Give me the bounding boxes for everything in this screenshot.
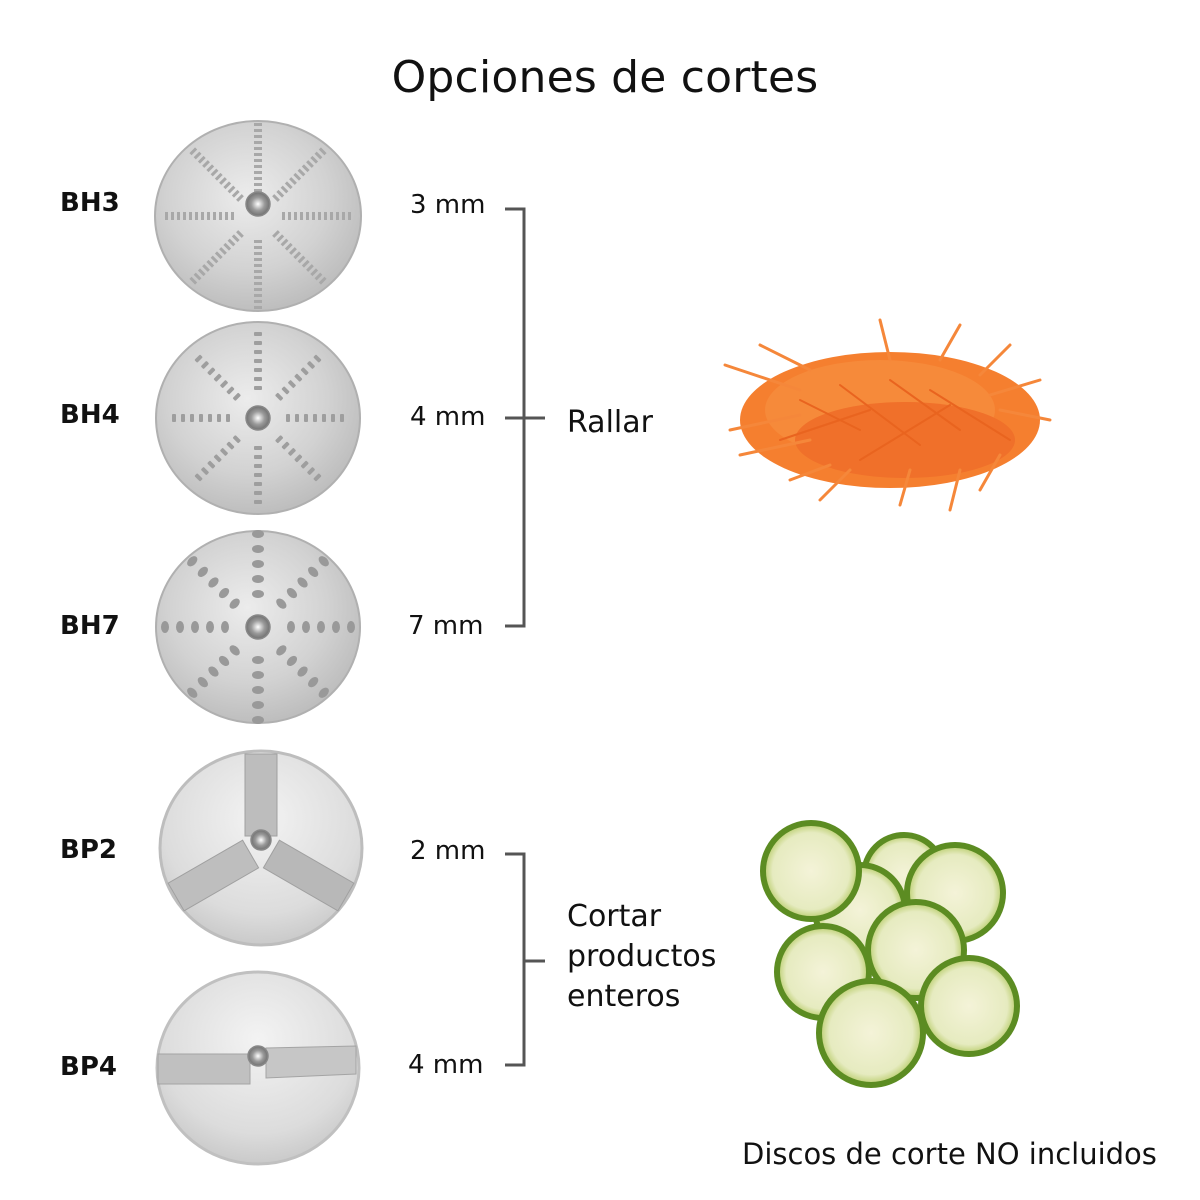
disc-code-bh7: BH7 [60,611,120,641]
disc-code-bp2: BP2 [60,835,117,865]
disc-code-bh3: BH3 [60,188,120,218]
group-label-rallar: Rallar [567,405,653,440]
size-label-2mm: 2 mm [410,836,486,866]
disc-bh7-icon [155,530,361,724]
grated-carrot-image [723,318,1052,512]
size-label-7mm: 7 mm [408,611,484,641]
group-label-line-1: Cortar [567,899,662,934]
disc-bp2-icon [158,749,364,947]
bracket-rallar [505,207,545,628]
disc-bp4-icon [155,970,361,1166]
footer-note: Discos de corte NO incluidos [742,1137,1157,1171]
group-label-cortar: Cortar productos enteros [567,897,716,1017]
size-label-4mm: 4 mm [410,402,486,432]
group-label-line-2: productos [567,939,717,974]
bracket-cortar [505,852,545,1067]
size-label-4mm-bp: 4 mm [408,1050,484,1080]
zucchini-slices-image [760,820,1020,1088]
group-label-line-3: enteros [567,979,681,1014]
disc-code-bh4: BH4 [60,400,120,430]
disc-bh4-icon [155,321,361,515]
size-label-3mm: 3 mm [410,190,486,220]
disc-code-bp4: BP4 [60,1052,117,1082]
page-title: Opciones de cortes [391,52,819,103]
disc-bh3-icon [154,120,362,312]
